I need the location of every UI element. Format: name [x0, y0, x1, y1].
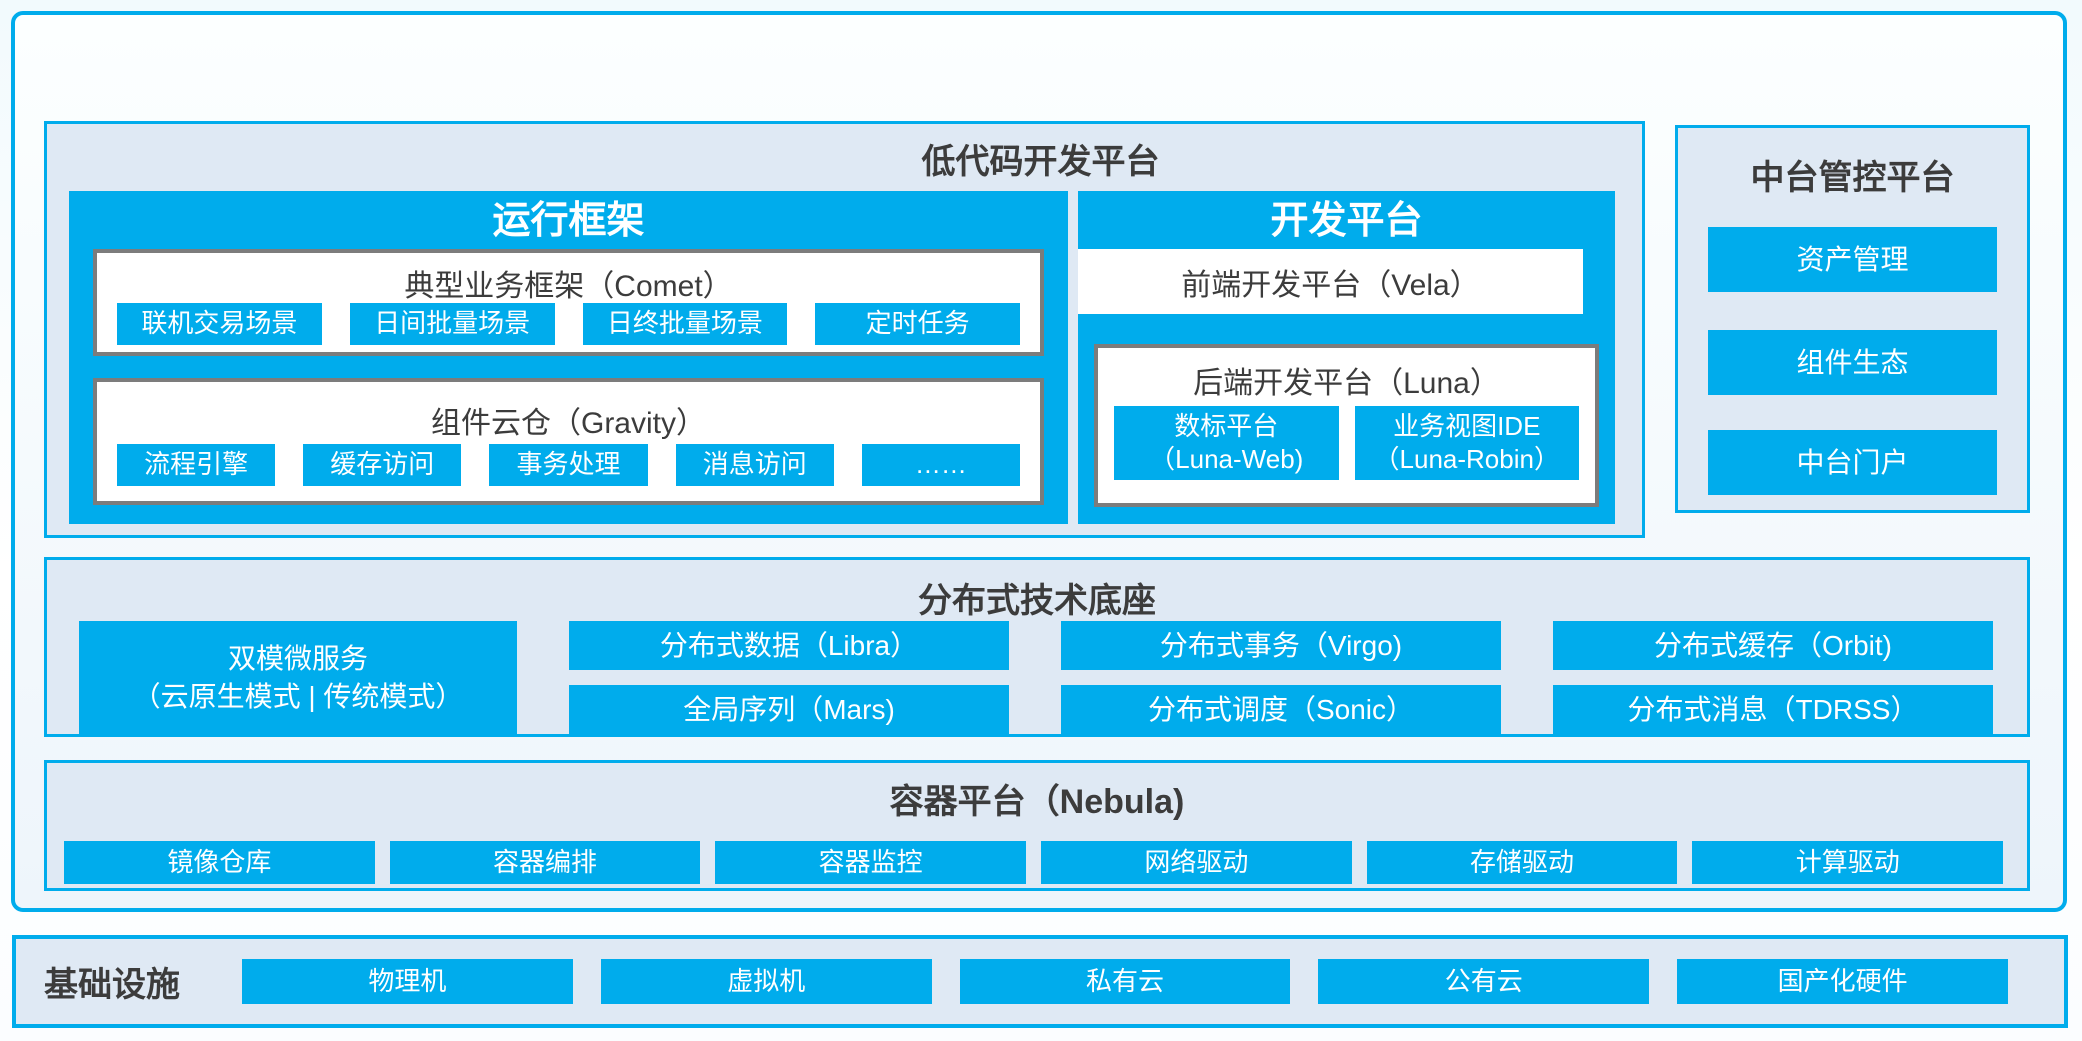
mid-platform-portal: 中台门户 [1708, 430, 1997, 495]
mid-platform-title: 中台管控平台 [1750, 159, 1955, 197]
global-sequence-mars: 全局序列（Mars) [569, 685, 1009, 734]
physical-machine: 物理机 [242, 959, 573, 1004]
comet-items-row: 联机交易场景 日间批量场景 日终批量场景 定时任务 [97, 303, 1040, 345]
gravity-item-message-access: 消息访问 [675, 444, 834, 486]
gravity-item-process-engine: 流程引擎 [117, 444, 276, 486]
virtual-machine: 虚拟机 [600, 959, 932, 1004]
gravity-item-cache-access: 缓存访问 [303, 444, 462, 486]
vela-frontend-box: 前端开发平台（Vela） [1078, 249, 1583, 314]
luna-robin-line1: 业务视图IDE [1393, 411, 1541, 441]
dual-mode-line2: （云原生模式 | 传统模式） [132, 680, 464, 712]
distributed-col-2: 分布式事务（Virgo) 分布式调度（Sonic） [1061, 621, 1501, 734]
gravity-items-row: 流程引擎 缓存访问 事务处理 消息访问 …… [97, 444, 1040, 486]
comet-item-online-trading: 联机交易场景 [117, 303, 322, 345]
infrastructure-panel: 基础设施 物理机 虚拟机 私有云 公有云 国产化硬件 [12, 935, 2068, 1028]
container-monitoring: 容器监控 [715, 841, 1027, 884]
runtime-framework-block: 运行框架 典型业务框架（Comet） 联机交易场景 日间批量场景 日终批量场景 … [69, 191, 1068, 524]
runtime-framework-title: 运行框架 [492, 200, 645, 242]
luna-robin-line2: （Luna-Robin） [1373, 444, 1560, 474]
mid-platform-asset-mgmt: 资产管理 [1708, 227, 1997, 292]
luna-robin-item: 业务视图IDE （Luna-Robin） [1354, 406, 1579, 480]
image-registry: 镜像仓库 [64, 841, 375, 884]
private-cloud: 私有云 [959, 959, 1291, 1004]
luna-items-row: 数标平台 （Luna-Web) 业务视图IDE （Luna-Robin） [1098, 406, 1595, 480]
comet-item-daytime-batch: 日间批量场景 [349, 303, 555, 345]
low-code-platform-title: 低代码开发平台 [921, 143, 1160, 181]
gravity-item-ellipsis: …… [861, 444, 1021, 486]
container-platform-row: 镜像仓库 容器编排 容器监控 网络驱动 存储驱动 计算驱动 [64, 841, 2004, 884]
distributed-scheduling-sonic: 分布式调度（Sonic） [1061, 685, 1501, 734]
container-platform-title: 容器平台（Nebula) [889, 783, 1185, 821]
luna-web-line1: 数标平台 [1174, 411, 1279, 441]
main-architecture-container: 低代码开发平台 运行框架 典型业务框架（Comet） 联机交易场景 日间批量场景… [11, 11, 2067, 912]
comet-item-endofday-batch: 日终批量场景 [582, 303, 788, 345]
compute-driver: 计算驱动 [1692, 841, 2004, 884]
distributed-message-tdrss: 分布式消息（TDRSS） [1553, 685, 1993, 734]
container-orchestration: 容器编排 [389, 841, 701, 884]
distributed-transaction-virgo: 分布式事务（Virgo) [1061, 621, 1501, 670]
public-cloud: 公有云 [1318, 959, 1650, 1004]
gravity-repo-box: 组件云仓（Gravity） 流程引擎 缓存访问 事务处理 消息访问 …… [93, 378, 1044, 505]
distributed-data-libra: 分布式数据（Libra） [569, 621, 1009, 670]
comet-item-scheduled-task: 定时任务 [815, 303, 1020, 345]
low-code-platform-panel: 低代码开发平台 运行框架 典型业务框架（Comet） 联机交易场景 日间批量场景… [44, 121, 1645, 538]
dev-platform-title: 开发平台 [1270, 200, 1423, 242]
gravity-item-transaction: 事务处理 [489, 444, 648, 486]
dual-mode-microservice: 双模微服务 （云原生模式 | 传统模式） [79, 621, 517, 734]
gravity-repo-title: 组件云仓（Gravity） [430, 407, 706, 440]
luna-backend-box: 后端开发平台（Luna） 数标平台 （Luna-Web) 业务视图IDE （Lu… [1094, 344, 1599, 507]
comet-framework-title: 典型业务框架（Comet） [404, 270, 733, 303]
luna-web-item: 数标平台 （Luna-Web) [1114, 406, 1339, 480]
distributed-col-1: 分布式数据（Libra） 全局序列（Mars) [569, 621, 1009, 734]
comet-framework-box: 典型业务框架（Comet） 联机交易场景 日间批量场景 日终批量场景 定时任务 [93, 249, 1044, 356]
infrastructure-title: 基础设施 [44, 966, 180, 1004]
network-driver: 网络驱动 [1041, 841, 1352, 884]
mid-platform-panel: 中台管控平台 资产管理 组件生态 中台门户 [1675, 125, 2030, 513]
distributed-grid: 双模微服务 （云原生模式 | 传统模式） 分布式数据（Libra） 全局序列（M… [79, 621, 1993, 734]
distributed-cache-orbit: 分布式缓存（Orbit) [1553, 621, 1993, 670]
distributed-tech-base-title: 分布式技术底座 [918, 582, 1156, 620]
container-platform-panel: 容器平台（Nebula) 镜像仓库 容器编排 容器监控 网络驱动 存储驱动 计算… [44, 760, 2030, 891]
domestic-hardware: 国产化硬件 [1677, 959, 2008, 1004]
mid-platform-component-eco: 组件生态 [1708, 330, 1997, 395]
distributed-tech-base-panel: 分布式技术底座 双模微服务 （云原生模式 | 传统模式） 分布式数据（Libra… [44, 557, 2030, 737]
storage-driver: 存储驱动 [1366, 841, 1678, 884]
infrastructure-row: 物理机 虚拟机 私有云 公有云 国产化硬件 [242, 959, 2008, 1004]
luna-web-line2: （Luna-Web) [1149, 444, 1304, 474]
dual-mode-line1: 双模微服务 [227, 642, 368, 674]
luna-backend-title: 后端开发平台（Luna） [1193, 367, 1500, 400]
distributed-col-3: 分布式缓存（Orbit) 分布式消息（TDRSS） [1553, 621, 1993, 734]
dev-platform-block: 开发平台 前端开发平台（Vela） 后端开发平台（Luna） 数标平台 （Lun… [1078, 191, 1615, 524]
